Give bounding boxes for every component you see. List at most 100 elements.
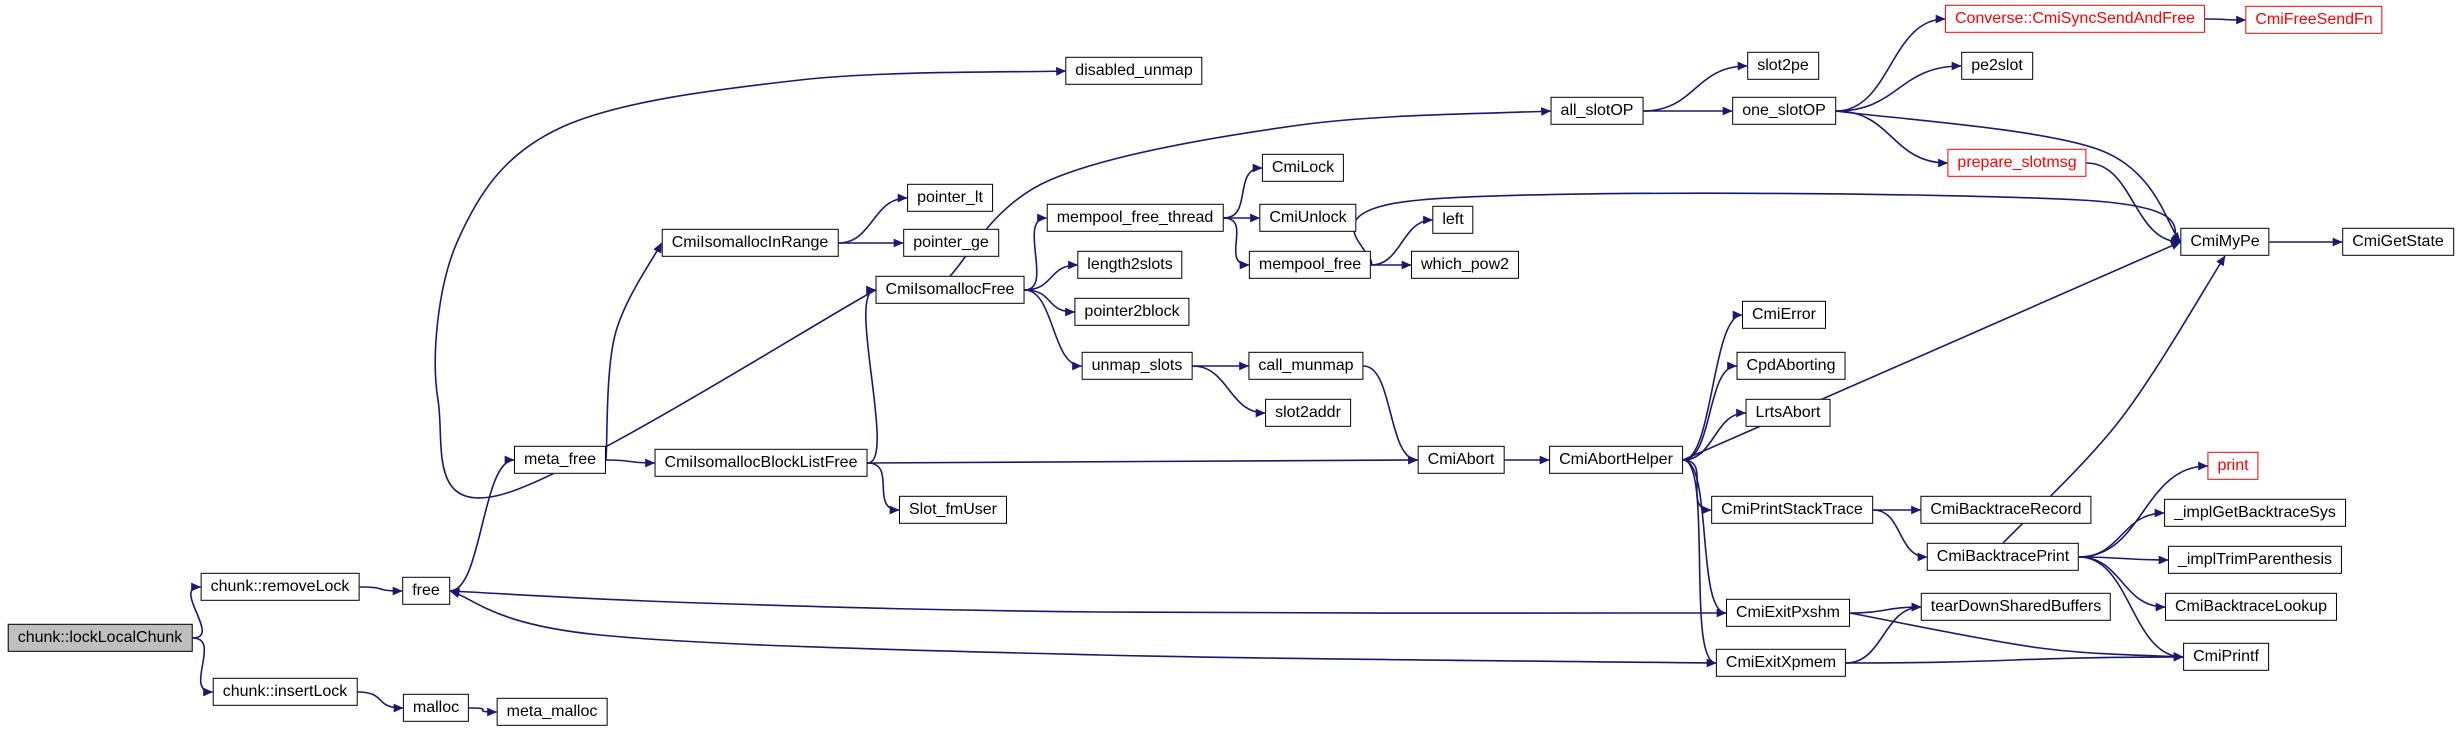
edge-cmiaborthelper-to-cmierror bbox=[1682, 310, 1743, 461]
node-label: CmiIsomallocFree bbox=[885, 280, 1015, 298]
node-label: mempool_free bbox=[1258, 255, 1362, 273]
node-label: CmiExitPxshm bbox=[1735, 603, 1841, 621]
node-cmibacktracerecord[interactable]: CmiBacktraceRecord bbox=[1920, 495, 2092, 525]
node-one-slotop[interactable]: one_slotOP bbox=[1732, 96, 1836, 126]
node-meta-malloc[interactable]: meta_malloc bbox=[496, 697, 608, 727]
node-lrtsabort[interactable]: LrtsAbort bbox=[1745, 398, 1831, 428]
edge-cmiexitpxshm-to-free bbox=[449, 587, 1727, 614]
edge-cmiisomallocblocklistfree-to-cmiabort bbox=[867, 455, 1419, 465]
node-label: pointer_ge bbox=[913, 233, 989, 251]
node-which-pow2[interactable]: which_pow2 bbox=[1410, 250, 1520, 280]
node-label: CmiPrintStackTrace bbox=[1721, 500, 1863, 518]
node-label: CmiGetState bbox=[2352, 232, 2444, 250]
node-pointer-lt[interactable]: pointer_lt bbox=[907, 183, 993, 213]
node-slot2pe[interactable]: slot2pe bbox=[1747, 51, 1819, 81]
node-impltrimparenthesis[interactable]: _implTrimParenthesis bbox=[2167, 545, 2343, 575]
node-cmiexitpxshm[interactable]: CmiExitPxshm bbox=[1725, 598, 1851, 628]
node-cmiisomallocfree[interactable]: CmiIsomallocFree bbox=[875, 275, 1025, 305]
node-label: meta_free bbox=[523, 450, 597, 468]
node-label: Converse::CmiSyncSendAndFree bbox=[1954, 9, 2196, 27]
node-print[interactable]: print bbox=[2207, 451, 2259, 481]
node-label: CmiAbort bbox=[1427, 450, 1495, 468]
node-cmiprintf[interactable]: CmiPrintf bbox=[2183, 642, 2269, 672]
node-label: CmiError bbox=[1752, 305, 1816, 323]
node-cmigetstate[interactable]: CmiGetState bbox=[2342, 227, 2454, 257]
node-slot2addr[interactable]: slot2addr bbox=[1265, 398, 1351, 428]
node-cmiprintstacktrace[interactable]: CmiPrintStackTrace bbox=[1711, 495, 1873, 525]
edge-cmiexitpxshm-to-teardownsharedbuffers bbox=[1849, 602, 1922, 614]
node-cmiaborthelper[interactable]: CmiAbortHelper bbox=[1549, 445, 1683, 475]
node-pointer-ge[interactable]: pointer_ge bbox=[903, 228, 999, 258]
node-slot-fmuser[interactable]: Slot_fmUser bbox=[898, 495, 1008, 525]
node-disabled-unmap[interactable]: disabled_unmap bbox=[1065, 56, 1203, 86]
node-call-munmap[interactable]: call_munmap bbox=[1248, 351, 1364, 381]
node-all-slotop[interactable]: all_slotOP bbox=[1550, 96, 1644, 126]
node-label: pointer2block bbox=[1084, 302, 1180, 320]
node-cmisyncsendandfree[interactable]: Converse::CmiSyncSendAndFree bbox=[1944, 4, 2206, 34]
edge-one-slotop-to-cmimype bbox=[1835, 110, 2182, 243]
node-label: malloc bbox=[412, 698, 460, 716]
node-cmiunlock[interactable]: CmiUnlock bbox=[1259, 203, 1357, 233]
node-label: CmiMyPe bbox=[2190, 232, 2260, 250]
node-cmiisomallocinrange[interactable]: CmiIsomallocInRange bbox=[661, 228, 839, 258]
node-length2slots[interactable]: length2slots bbox=[1077, 250, 1183, 280]
node-locklocalchunk[interactable]: chunk::lockLocalChunk bbox=[7, 623, 193, 653]
node-label: CmiFreeSendFn bbox=[2255, 10, 2373, 28]
edge-cmiexitxpmem-to-teardownsharedbuffers bbox=[1845, 602, 1922, 664]
edge-cmiisomallocblocklistfree-to-slot-fmuser bbox=[867, 462, 900, 515]
edge-cmiisomallocblocklistfree-to-cmiisomallocfree bbox=[865, 285, 878, 464]
edge-cmiaborthelper-to-cmiexitxpmem bbox=[1682, 459, 1717, 668]
edge-cmibacktraceprint-to-impltrimparenthesis bbox=[2078, 555, 2169, 565]
edge-cmibacktraceprint-to-cmiprintf bbox=[2078, 556, 2184, 662]
edge-cmiisomallocfree-to-all-slotop bbox=[949, 107, 1552, 277]
node-implgetbacktracesys[interactable]: _implGetBacktraceSys bbox=[2164, 498, 2346, 528]
edge-mempool-free-to-left bbox=[1370, 215, 1434, 266]
node-label: LrtsAbort bbox=[1755, 403, 1821, 421]
node-cmiisomallocblocklistfree[interactable]: CmiIsomallocBlockListFree bbox=[654, 448, 868, 478]
edge-cmiprintstacktrace-to-cmibacktraceprint bbox=[1872, 509, 1928, 562]
node-label: slot2addr bbox=[1275, 403, 1341, 421]
node-label: tearDownSharedBuffers bbox=[1930, 597, 2102, 615]
node-cmiabort[interactable]: CmiAbort bbox=[1417, 445, 1505, 475]
node-pointer2block[interactable]: pointer2block bbox=[1074, 297, 1190, 327]
node-label: disabled_unmap bbox=[1075, 61, 1193, 79]
node-label: CmiExitXpmem bbox=[1725, 653, 1837, 671]
node-malloc[interactable]: malloc bbox=[402, 693, 470, 723]
node-label: CmiIsomallocInRange bbox=[671, 233, 829, 251]
node-cmibacktracelookup[interactable]: CmiBacktraceLookup bbox=[2164, 592, 2338, 622]
node-meta-free[interactable]: meta_free bbox=[513, 445, 607, 475]
node-pe2slot[interactable]: pe2slot bbox=[1961, 51, 2033, 81]
node-cmierror[interactable]: CmiError bbox=[1742, 300, 1826, 330]
node-cmilock[interactable]: CmiLock bbox=[1261, 153, 1345, 183]
node-label: call_munmap bbox=[1258, 356, 1354, 374]
node-label: one_slotOP bbox=[1742, 101, 1826, 119]
edge-cmiexitxpmem-to-free bbox=[449, 589, 1717, 664]
node-cmifreesendfn[interactable]: CmiFreeSendFn bbox=[2245, 5, 2383, 35]
node-label: CmiBacktraceRecord bbox=[1930, 500, 2082, 518]
node-label: _implTrimParenthesis bbox=[2177, 550, 2333, 568]
node-label: CmiIsomallocBlockListFree bbox=[664, 453, 858, 471]
node-unmap-slots[interactable]: unmap_slots bbox=[1081, 351, 1193, 381]
node-label: CmiUnlock bbox=[1269, 208, 1347, 226]
node-cmibacktraceprint[interactable]: CmiBacktracePrint bbox=[1926, 542, 2080, 572]
node-removelock[interactable]: chunk::removeLock bbox=[200, 572, 360, 602]
node-label: CmiBacktracePrint bbox=[1936, 547, 2070, 565]
node-teardownsharedbuffers[interactable]: tearDownSharedBuffers bbox=[1920, 592, 2112, 622]
node-cmimype[interactable]: CmiMyPe bbox=[2180, 227, 2270, 257]
edge-mempool-free-thread-to-mempool-free bbox=[1223, 217, 1250, 270]
node-cpdaborting[interactable]: CpdAborting bbox=[1736, 351, 1846, 381]
node-left[interactable]: left bbox=[1432, 205, 1474, 235]
node-prepare-slotmsg[interactable]: prepare_slotmsg bbox=[1947, 148, 2087, 178]
node-free[interactable]: free bbox=[402, 576, 450, 606]
edge-cmiisomallocfree-to-pointer2block bbox=[1024, 289, 1076, 317]
node-cmiexitxpmem[interactable]: CmiExitXpmem bbox=[1715, 648, 1847, 678]
node-mempool-free-thread[interactable]: mempool_free_thread bbox=[1046, 203, 1224, 233]
node-label: chunk::lockLocalChunk bbox=[17, 628, 183, 646]
node-label: free bbox=[412, 581, 440, 599]
edge-one-slotop-to-pe2slot bbox=[1835, 61, 1962, 112]
node-mempool-free[interactable]: mempool_free bbox=[1248, 250, 1372, 280]
node-label: _implGetBacktraceSys bbox=[2174, 503, 2336, 521]
node-insertlock[interactable]: chunk::insertLock bbox=[212, 677, 358, 707]
node-label: chunk::removeLock bbox=[210, 577, 350, 595]
